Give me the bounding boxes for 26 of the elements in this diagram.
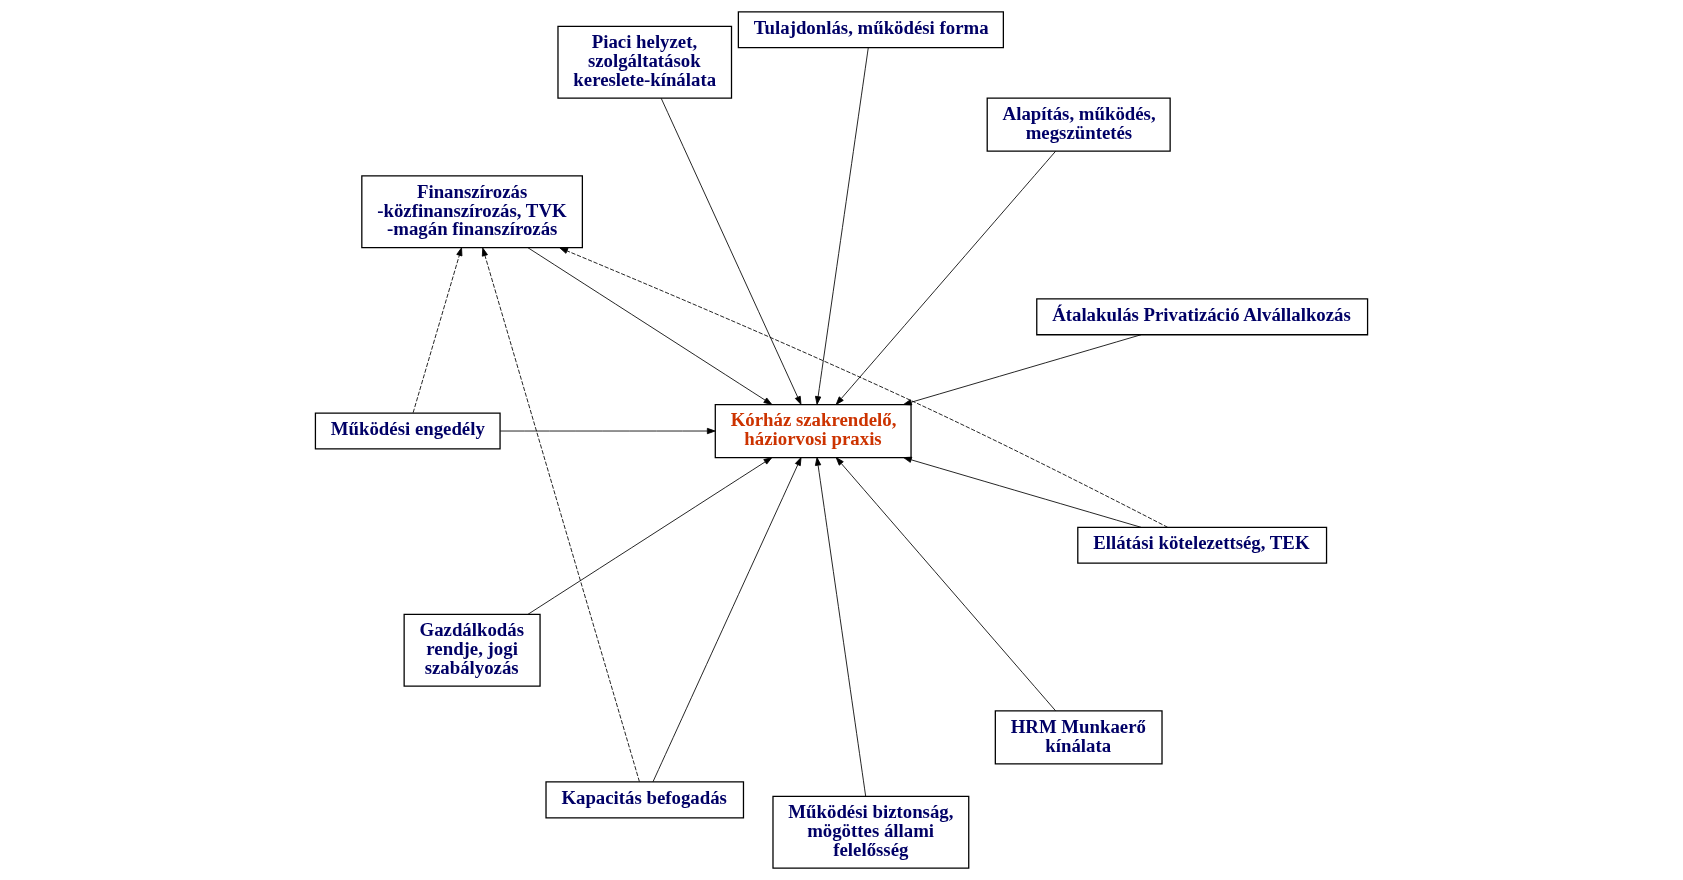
- arrow: [481, 247, 640, 782]
- node-box: Gazdálkodás rendje, jogi szabályozás: [403, 613, 541, 687]
- node-box: Kórház szakrendelő, háziorvosi praxis: [714, 403, 912, 459]
- arrow: [412, 247, 463, 414]
- arrow: [559, 247, 1169, 528]
- arrow: [527, 457, 773, 615]
- node-box: Finanszírozás -közfinanszírozás, TVK -magán finanszírozás: [361, 175, 583, 249]
- node-box: HRM Munkaerő kínálata: [994, 710, 1163, 765]
- node-box: Kapacitás befogadás: [545, 781, 745, 819]
- arrow: [660, 97, 802, 405]
- arrow: [815, 457, 867, 797]
- arrow: [835, 150, 1056, 405]
- arrow: [652, 457, 802, 783]
- node-box: Működési biztonság, mögöttes állami felelősség: [772, 795, 970, 869]
- node-box: Átalakulás Privatizáció Alvállalkozás: [1036, 298, 1369, 336]
- node-box: Alapítás, működés, megszüntetés: [986, 97, 1171, 152]
- node-box: Ellátási kötelezettség, TEK: [1077, 526, 1328, 564]
- arrow: [527, 247, 773, 405]
- arrow: [499, 427, 716, 435]
- node-box: Piaci helyzet, szolgáltatások kereslete-kínálata: [557, 25, 733, 99]
- node-box: Tulajdonlás, működési forma: [737, 11, 1004, 49]
- arrow: [815, 47, 869, 405]
- node-box: Működési engedély: [314, 412, 501, 450]
- arrow: [903, 456, 1142, 528]
- arrow: [903, 334, 1142, 406]
- arrow: [835, 457, 1056, 712]
